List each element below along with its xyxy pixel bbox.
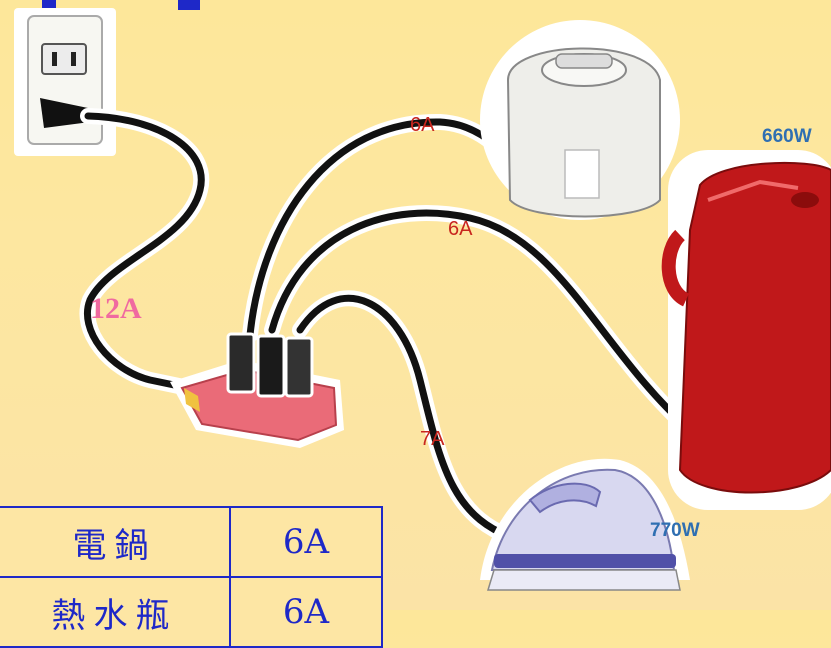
iron-cord-current-label: 7A (420, 428, 445, 450)
table-row: 熱水瓶 6A (0, 576, 383, 648)
appliance-name-cell: 電鍋 (0, 506, 231, 578)
iron-icon (480, 458, 690, 591)
thermos-icon (661, 150, 831, 510)
table-row: 電鍋 6A (0, 506, 383, 578)
appliance-illustration (14, 0, 831, 591)
rice-cooker-power-label: 660W (762, 126, 812, 147)
rice-cooker-icon (480, 20, 680, 220)
total-current-label: 12A (90, 292, 142, 325)
thermos-cord-current-label: 6A (448, 218, 473, 240)
iron-power-label: 770W (650, 520, 700, 541)
appliance-name-cell: 熱水瓶 (0, 576, 231, 648)
power-strip-icon (170, 332, 344, 448)
appliance-current-table: 電鍋 6A 熱水瓶 6A (0, 506, 383, 648)
appliance-current-cell: 6A (229, 506, 383, 578)
wall-outlet-icon (14, 8, 116, 156)
appliance-current-cell: 6A (229, 576, 383, 648)
rice-cooker-cord-current-label: 6A (410, 114, 435, 136)
